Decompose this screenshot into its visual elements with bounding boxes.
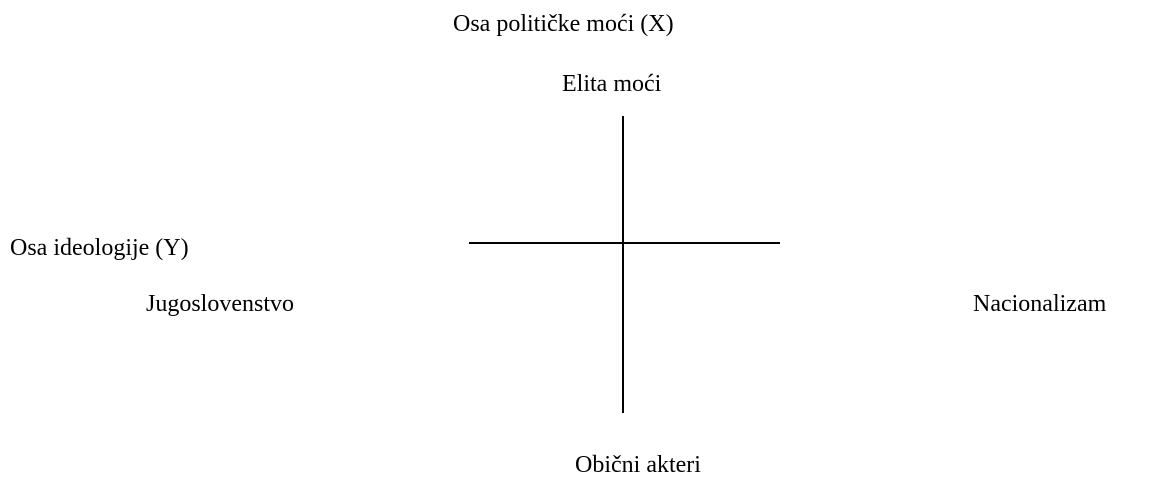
y-axis-left-label: Jugoslovenstvo (146, 291, 295, 317)
x-axis-title: Osa političke moći (X) (453, 11, 674, 37)
y-axis-title: Osa ideologije (Y) (10, 235, 189, 261)
horizontal-axis-line (469, 242, 780, 244)
y-axis-right-label: Nacionalizam (973, 291, 1107, 317)
x-axis-top-label: Elita moći (562, 71, 662, 97)
x-axis-bottom-label: Obični akteri (575, 452, 701, 478)
vertical-axis-line (622, 116, 624, 413)
